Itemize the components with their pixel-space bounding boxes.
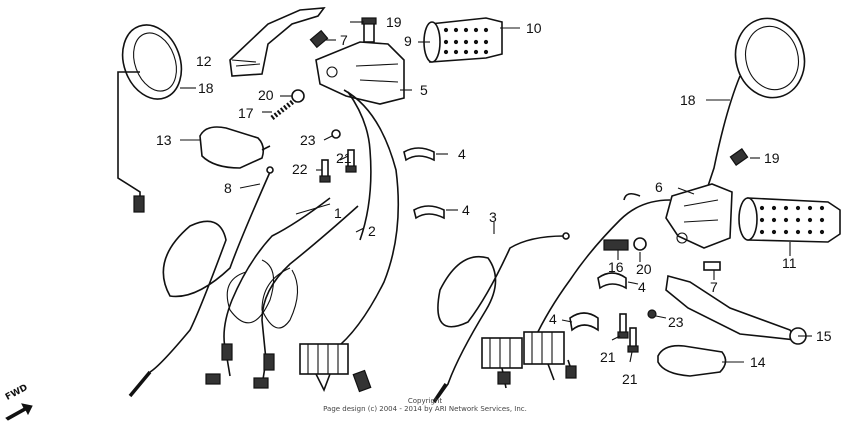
- copyright-line: Copyright: [407, 397, 443, 405]
- fwd-arrow-icon: [5, 403, 33, 421]
- page-design-credit: Page design (c) 2004 - 2014 by ARI Netwo…: [323, 405, 527, 413]
- callout-22: 22: [292, 161, 308, 177]
- callout-1: 1: [334, 205, 342, 221]
- copyright-footer: Copyright Page design (c) 2004 - 2014 by…: [0, 397, 850, 413]
- callout-13: 13: [156, 132, 172, 148]
- callout-8: 8: [224, 180, 232, 196]
- callout-7b: 7: [710, 279, 718, 295]
- left-switch-housing: [315, 41, 405, 105]
- callout-21c: 21: [622, 371, 638, 387]
- leader-lines: [180, 21, 812, 363]
- callout-9: 9: [404, 33, 412, 49]
- callout-19b: 19: [764, 150, 780, 166]
- callout-21a: 21: [336, 150, 352, 166]
- callout-7a: 7: [340, 32, 348, 48]
- lever-cover: [199, 126, 265, 169]
- callout-18a: 18: [198, 80, 214, 96]
- right-switch-housing: [665, 183, 733, 249]
- callout-16: 16: [608, 259, 624, 275]
- throttle-grip: [738, 197, 841, 243]
- callout-20b: 20: [636, 261, 652, 277]
- callout-6: 6: [655, 179, 663, 195]
- callout-10: 10: [526, 20, 542, 36]
- callout-20a: 20: [258, 87, 274, 103]
- clutch-lever: [229, 7, 326, 77]
- callout-14: 14: [750, 354, 766, 370]
- callout-21b: 21: [600, 349, 616, 365]
- callout-4c: 4: [638, 279, 646, 295]
- left-grip: [423, 17, 503, 63]
- brake-lever: [665, 274, 807, 345]
- callout-4d: 4: [549, 311, 557, 327]
- callout-19a: 19: [386, 14, 402, 30]
- callout-15: 15: [816, 328, 832, 344]
- callout-17: 17: [238, 105, 254, 121]
- callout-labels: 1 2 3 4 4 4 4 5 6 7 7 8 9 10 11 12 13 14…: [156, 14, 832, 387]
- callout-23a: 23: [300, 132, 316, 148]
- left-mirror: [117, 24, 183, 213]
- callout-4b: 4: [462, 202, 470, 218]
- callout-2: 2: [368, 223, 376, 239]
- callout-11: 11: [782, 255, 797, 271]
- callout-23b: 23: [668, 314, 684, 330]
- callout-12: 12: [196, 53, 212, 69]
- callout-4a: 4: [458, 146, 466, 162]
- right-mirror: [707, 17, 806, 187]
- callout-18b: 18: [680, 92, 696, 108]
- callout-5: 5: [420, 82, 428, 98]
- callout-3: 3: [489, 209, 497, 225]
